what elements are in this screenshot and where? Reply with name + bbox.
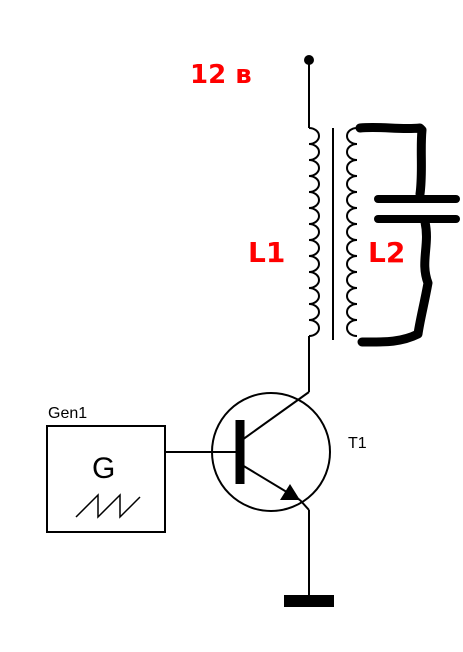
emitter-wire	[299, 499, 310, 511]
ground-symbol	[284, 595, 334, 607]
transistor-collector-lead	[241, 391, 310, 441]
secondary-coil-L2	[346, 127, 358, 337]
secondary-bottom-wire	[357, 217, 433, 347]
generator-box	[46, 425, 166, 533]
supply-voltage-label: 12 в	[190, 60, 252, 90]
sawtooth-icon	[75, 493, 141, 519]
transistor-T1	[211, 391, 331, 512]
emitter-arrow-icon	[280, 484, 300, 500]
secondary-top-wire	[355, 122, 427, 199]
generator-symbol: G	[92, 452, 115, 485]
secondary-coil-label: L2	[368, 236, 405, 269]
transistor-label: T1	[348, 435, 367, 452]
primary-coil-L1	[308, 127, 320, 337]
primary-coil-label: L1	[248, 236, 285, 269]
generator-name-label: Gen1	[48, 405, 87, 422]
